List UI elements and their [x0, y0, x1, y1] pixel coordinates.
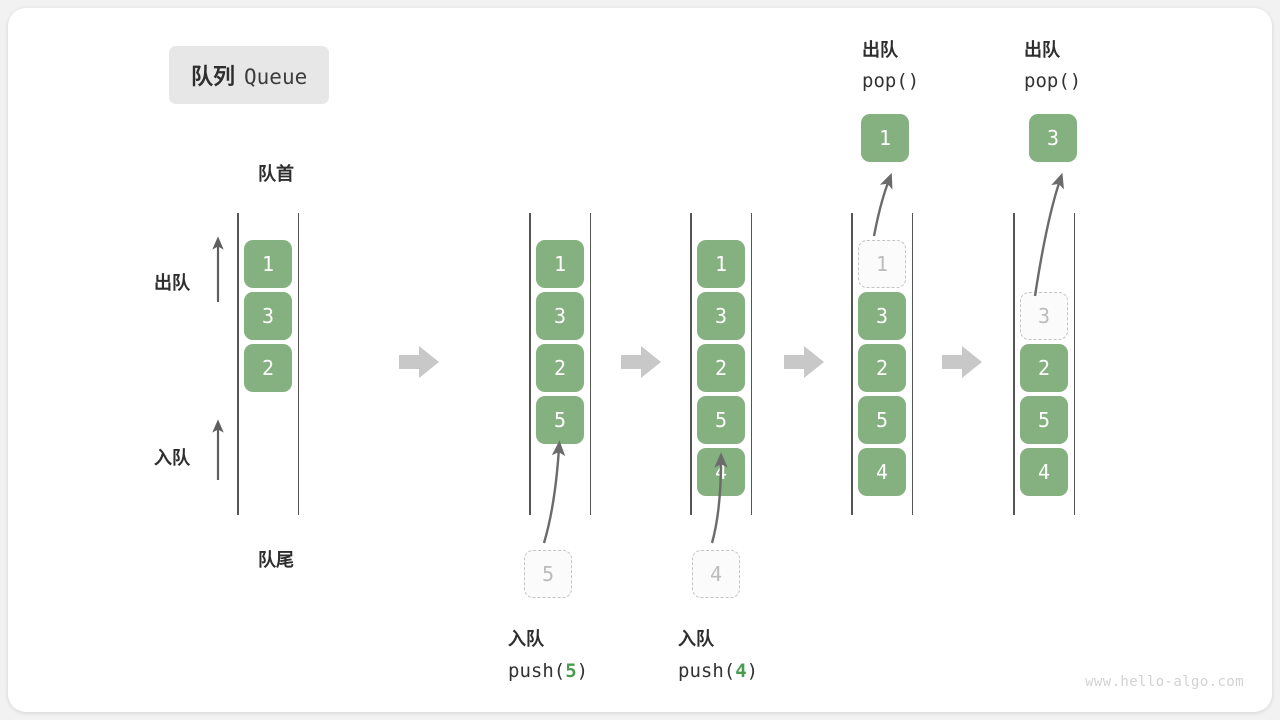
queue-slot: 2 [244, 344, 292, 392]
push-code-value: 4 [735, 660, 747, 682]
popped-box: 3 [1029, 114, 1077, 162]
queue-slot: 3 [536, 292, 584, 340]
pending-push-box: 4 [692, 550, 740, 598]
queue-slot: 2 [1020, 344, 1068, 392]
step-arrow-icon [942, 346, 982, 378]
label-enqueue-direction: 入队 [154, 448, 190, 468]
watermark: www.hello-algo.com [1085, 674, 1244, 690]
caption-push-4-code: push(4) [678, 660, 758, 682]
diagram-stage: 队列 Queue 队首 队尾 出队 入队 1 3 2 1 3 2 5 5 入队 … [8, 8, 1272, 712]
queue-slot: 5 [858, 396, 906, 444]
diagram-title-badge: 队列 Queue [169, 46, 330, 104]
push-code-prefix: push( [508, 660, 566, 682]
connector-overlay [212, 172, 1064, 544]
queue-slot: 5 [536, 396, 584, 444]
queue-slot: 5 [1020, 396, 1068, 444]
queue-slot-vacated: 3 [1020, 292, 1068, 340]
step-arrow-icon [399, 346, 439, 378]
queue-rail-right [297, 213, 299, 515]
queue-slot: 1 [244, 240, 292, 288]
push-code-value: 5 [565, 660, 577, 682]
label-queue-front: 队首 [258, 164, 294, 184]
queue-slot: 3 [858, 292, 906, 340]
queue-slot: 1 [697, 240, 745, 288]
pending-push-box: 5 [524, 550, 572, 598]
queue-slot: 2 [697, 344, 745, 392]
queue-slot: 4 [1020, 448, 1068, 496]
queue-rail-right [589, 213, 591, 515]
queue-rail-left [529, 213, 531, 515]
push-code-prefix: push( [678, 660, 736, 682]
caption-dequeue-1-cn: 出队 [862, 40, 898, 60]
caption-enqueue-4-cn: 入队 [678, 629, 714, 649]
queue-slot: 5 [697, 396, 745, 444]
caption-dequeue-3-cn: 出队 [1024, 40, 1060, 60]
title-chinese: 队列 [191, 64, 236, 89]
queue-column-after-pop-3: 3 2 5 4 [1013, 213, 1075, 515]
push-code-suffix: ) [746, 660, 759, 682]
queue-rail-right [750, 213, 752, 515]
queue-slot: 3 [244, 292, 292, 340]
label-queue-rear: 队尾 [258, 550, 294, 570]
queue-column-after-pop-1: 1 3 2 5 4 [851, 213, 913, 515]
queue-slot: 1 [536, 240, 584, 288]
queue-rail-left [690, 213, 692, 515]
step-arrow-icon [621, 346, 661, 378]
queue-slot: 4 [858, 448, 906, 496]
caption-pop-3-code: pop() [1024, 70, 1082, 92]
queue-rail-right [1073, 213, 1075, 515]
queue-slot-vacated: 1 [858, 240, 906, 288]
push-code-suffix: ) [576, 660, 589, 682]
queue-column-after-push-4: 1 3 2 5 4 [690, 213, 752, 515]
queue-column-initial: 1 3 2 [237, 213, 299, 515]
queue-slot: 2 [858, 344, 906, 392]
queue-rail-right [911, 213, 913, 515]
queue-rail-left [851, 213, 853, 515]
queue-column-after-push-5: 1 3 2 5 [529, 213, 591, 515]
diagram-card: 队列 Queue 队首 队尾 出队 入队 1 3 2 1 3 2 5 5 入队 … [8, 8, 1272, 712]
queue-rail-left [237, 213, 239, 515]
label-dequeue-direction: 出队 [154, 273, 190, 293]
caption-pop-1-code: pop() [862, 70, 920, 92]
queue-slot: 4 [697, 448, 745, 496]
title-english: Queue [244, 65, 308, 89]
popped-box: 1 [861, 114, 909, 162]
caption-push-5-code: push(5) [508, 660, 588, 682]
queue-slot: 3 [697, 292, 745, 340]
step-arrow-icon [784, 346, 824, 378]
queue-slot: 2 [536, 344, 584, 392]
queue-rail-left [1013, 213, 1015, 515]
caption-enqueue-5-cn: 入队 [508, 629, 544, 649]
